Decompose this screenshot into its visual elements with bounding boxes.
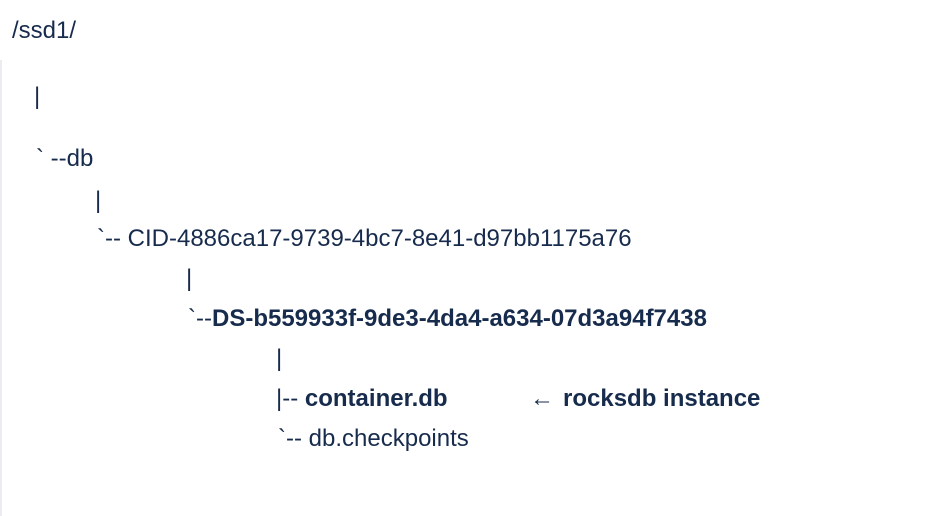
- left-border-rule: [0, 60, 2, 516]
- tree-pipe: |: [34, 83, 41, 110]
- tree-connector: `--: [278, 425, 309, 452]
- tree-ds-node: `--DS-b559933f-9de3-4da4-a634-07d3a94f74…: [188, 304, 707, 334]
- tree-checkpoints-node: `-- db.checkpoints: [278, 424, 469, 454]
- tree-connector: `--: [97, 225, 128, 252]
- tree-pipe: |: [276, 345, 283, 372]
- rocksdb-annotation: rocksdb instance: [563, 385, 761, 412]
- checkpoints-directory-name: db.checkpoints: [308, 425, 469, 452]
- tree-cid-node: `-- CID-4886ca17-9739-4bc7-8e41-d97bb117…: [97, 224, 632, 254]
- tree-pipe: |: [186, 265, 193, 292]
- container-db-name: container.db: [304, 385, 448, 412]
- tree-pipe: |: [95, 187, 102, 214]
- tree-container-node: |-- container.db: [276, 384, 448, 414]
- ds-directory-name: DS-b559933f-9de3-4da4-a634-07d3a94f7438: [211, 305, 707, 332]
- cid-directory-name: CID-4886ca17-9739-4bc7-8e41-d97bb1175a76: [127, 225, 632, 252]
- tree-connector: `--: [188, 305, 212, 332]
- tree-db-node: ` --db: [36, 145, 94, 172]
- left-arrow-icon: ←: [530, 385, 554, 412]
- tree-connector: |--: [276, 385, 305, 412]
- tree-root: /ssd1/: [12, 17, 77, 44]
